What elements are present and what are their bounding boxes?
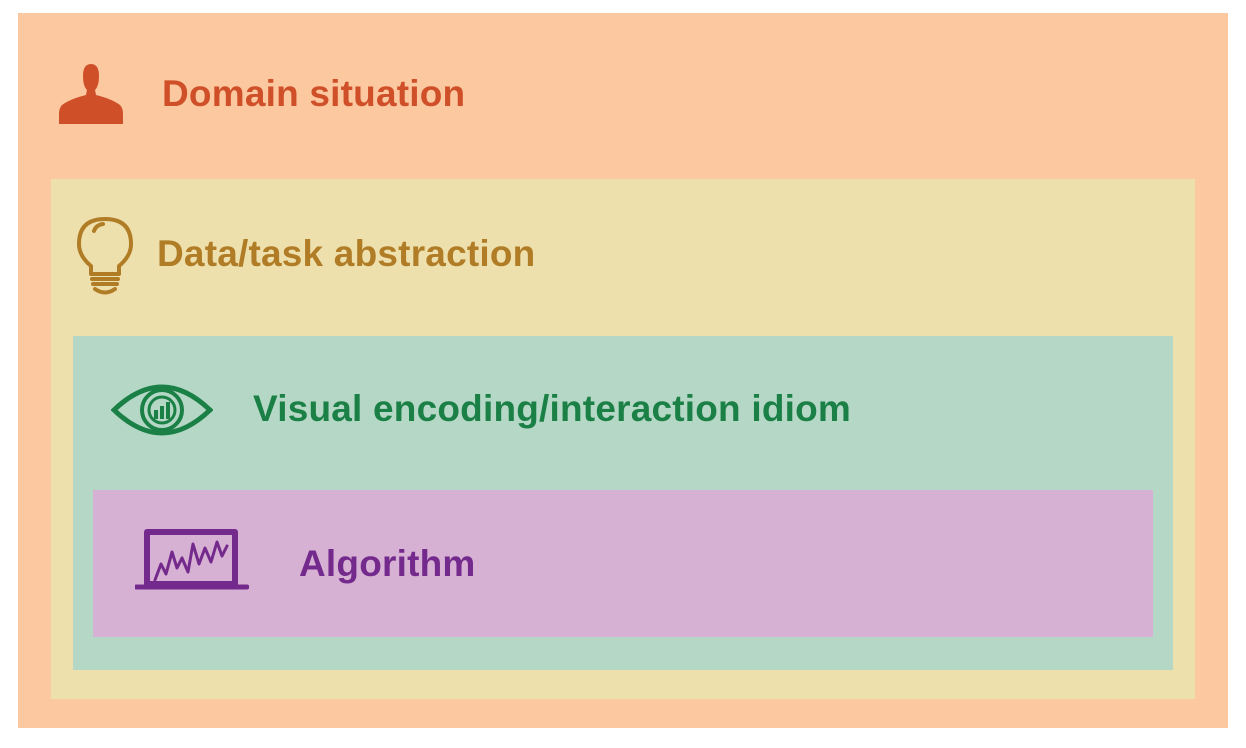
- visual-encoding-idiom-label: Visual encoding/interaction idiom: [253, 388, 852, 429]
- algorithm-label: Algorithm: [299, 543, 476, 584]
- eye-icon: [111, 384, 213, 436]
- person-icon-shape: [59, 64, 123, 124]
- lightbulb-icon: [77, 217, 133, 295]
- laptop-icon: [135, 529, 249, 590]
- data-task-abstraction-label: Data/task abstraction: [157, 233, 536, 274]
- algorithm-layer: [93, 490, 1153, 637]
- person-icon: [59, 64, 123, 124]
- domain-situation-label: Domain situation: [162, 73, 466, 114]
